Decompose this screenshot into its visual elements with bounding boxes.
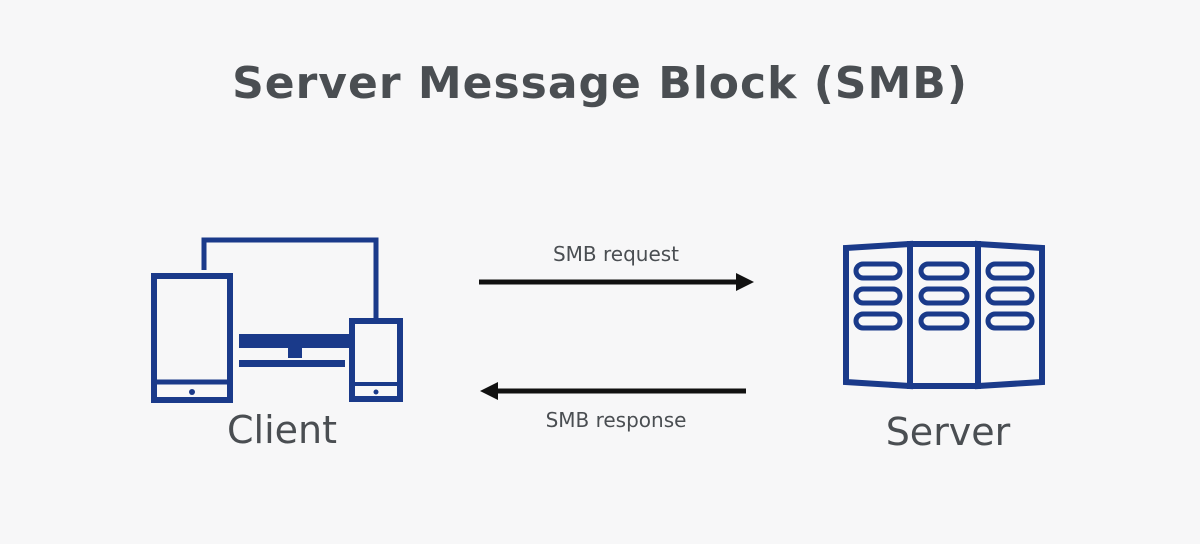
request-arrow — [479, 273, 754, 291]
server-slot — [918, 311, 970, 331]
response-label: SMB response — [545, 408, 687, 432]
monitor-screen — [239, 334, 351, 348]
response-arrowhead — [480, 382, 498, 400]
server-slot — [985, 286, 1035, 306]
server-slot — [918, 261, 970, 281]
server-rack-icon — [843, 240, 1045, 390]
monitor-base — [239, 360, 345, 367]
response-arrow — [480, 382, 746, 400]
server-slot — [985, 311, 1035, 331]
diagram-title: Server Message Block (SMB) — [232, 58, 968, 109]
server-slot — [853, 261, 903, 281]
phone — [349, 318, 403, 402]
server-slot — [853, 286, 903, 306]
monitor-stand — [288, 348, 302, 358]
server-slot — [853, 311, 903, 331]
request-arrowhead — [736, 273, 754, 291]
request-label: SMB request — [552, 242, 680, 266]
server-slot — [918, 286, 970, 306]
server-rack-right-panel — [975, 240, 1045, 390]
tablet-home-button — [189, 389, 195, 395]
tablet — [151, 273, 233, 403]
server-slot — [985, 261, 1035, 281]
client-label: Client — [226, 408, 337, 452]
client-devices-icon — [151, 237, 403, 403]
monitor-outline — [201, 237, 379, 318]
phone-home-button — [373, 389, 379, 395]
server-label: Server — [885, 410, 1011, 454]
